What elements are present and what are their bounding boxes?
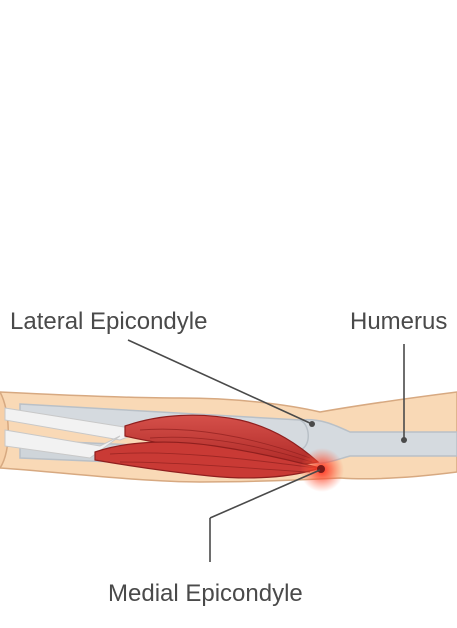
lateral-epicondyle-leader [127,339,313,425]
humerus-dot [401,437,407,443]
lateral-epicondyle-label: Lateral Epicondyle [10,308,208,335]
pain-center [317,465,325,473]
humerus-label: Humerus [350,308,448,335]
medial-epicondyle-leader-diag [209,469,321,519]
lateral-epicondyle-dot [309,421,315,427]
medial-epicondyle-label: Medial Epicondyle [108,580,303,607]
muscle-fibers [109,428,317,473]
tendon-lower [4,429,121,459]
